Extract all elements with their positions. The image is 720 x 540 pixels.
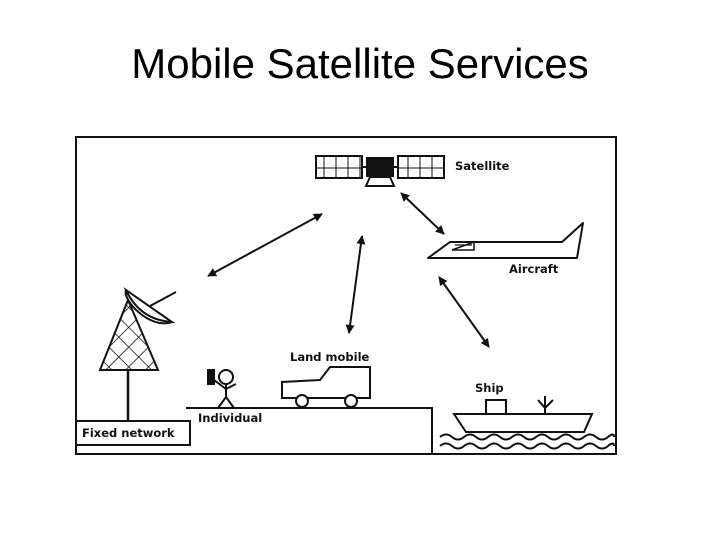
arrow-satellite-ship: [438, 276, 490, 348]
person-icon: [207, 369, 237, 409]
label-aircraft: Aircraft: [509, 262, 559, 276]
label-land-mobile: Land mobile: [290, 350, 370, 364]
satellite-icon: [315, 155, 445, 187]
fixed-network-box: [75, 420, 191, 446]
ship-icon: [452, 396, 594, 433]
aircraft-icon: [427, 222, 584, 259]
label-fixed-network: Fixed network: [82, 426, 175, 440]
dish-antenna-icon: [98, 287, 177, 420]
arrow-satellite-land-mobile: [345, 235, 366, 334]
slide-title: Mobile Satellite Services: [131, 40, 589, 87]
ground-platform: [186, 407, 433, 454]
arrow-satellite-aircraft: [400, 192, 445, 235]
label-satellite: Satellite: [455, 159, 510, 173]
arrow-satellite-fixed-network: [207, 213, 323, 277]
land-vehicle-icon: [281, 366, 371, 408]
label-ship: Ship: [475, 381, 504, 395]
diagram-frame: [75, 136, 617, 455]
label-individual: Individual: [198, 411, 262, 425]
water-waves: [439, 433, 615, 450]
